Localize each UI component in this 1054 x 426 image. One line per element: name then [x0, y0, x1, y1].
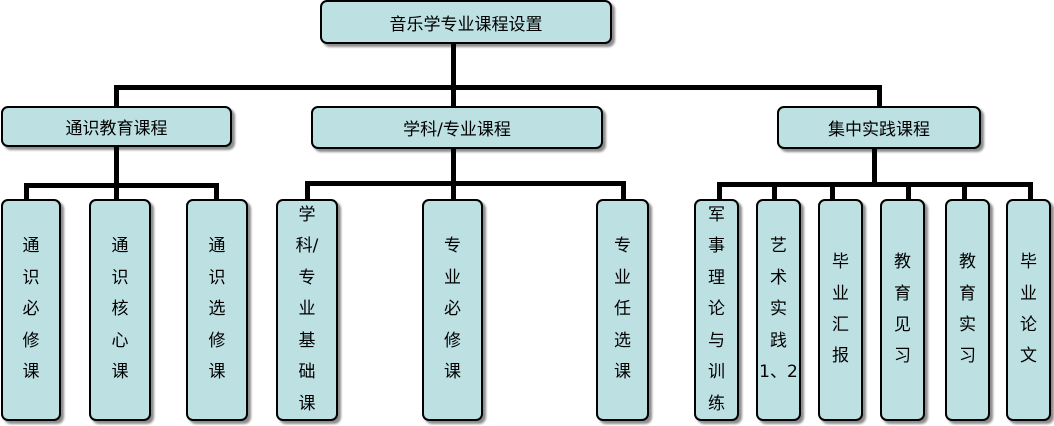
leaf-node: 毕 业 汇 报: [818, 199, 863, 421]
connector-cat-3-leaf-3: [830, 182, 835, 201]
connector-cat-3-leaf-5: [962, 182, 967, 201]
category-node-general-education: 通识教育课程: [1, 106, 232, 147]
connector-root-down: [451, 43, 456, 88]
leaf-node-label: 学 科/ 专 业 基 础 课: [295, 204, 319, 414]
connector-cat-1-down: [114, 146, 119, 187]
leaf-node: 通 识 必 修 课: [1, 199, 61, 421]
connector-cat-2-bar: [305, 181, 626, 186]
leaf-node: 教 育 见 习: [880, 199, 925, 421]
connector-cat-2-down: [451, 148, 456, 187]
connector-cat-3-leaf-1: [717, 182, 722, 201]
connector-to-cat-1: [114, 85, 119, 108]
connector-to-cat-3: [877, 85, 882, 108]
connector-cat-3-leaf-2: [772, 182, 777, 201]
leaf-node: 专 业 必 修 课: [422, 199, 483, 421]
category-node-label: 学科/专业课程: [403, 120, 511, 140]
connector-cat-2-leaf-2: [451, 181, 456, 201]
leaf-node: 艺 术 实 践 1、2: [756, 199, 801, 421]
category-node-label: 通识教育课程: [65, 119, 168, 139]
leaf-node: 通 识 选 修 课: [186, 199, 248, 421]
category-node-practice: 集中实践课程: [777, 106, 981, 149]
leaf-node: 专 业 任 选 课: [596, 199, 649, 421]
leaf-node-label: 艺 术 实 践 1、2: [759, 236, 798, 383]
leaf-node-label: 通 识 必 修 课: [22, 236, 40, 383]
connector-cat-3-leaf-6: [1028, 182, 1033, 201]
leaf-node-label: 教 育 实 习: [959, 252, 976, 367]
leaf-node-label: 专 业 必 修 课: [444, 236, 461, 383]
leaf-node: 毕 业 论 文: [1006, 199, 1051, 421]
leaf-node-label: 军 事 理 论 与 训 练: [708, 204, 725, 414]
leaf-node-label: 毕 业 论 文: [1020, 252, 1037, 367]
root-node-label: 音乐学专业课程设置: [389, 14, 543, 35]
leaf-node: 通 识 核 心 课: [89, 199, 151, 421]
connector-cat-3-leaf-4: [906, 182, 911, 201]
connector-cat-1-bar: [24, 183, 219, 188]
leaf-node: 学 科/ 专 业 基 础 课: [276, 199, 338, 421]
connector-cat-2-leaf-1: [305, 181, 310, 201]
root-node: 音乐学专业课程设置: [320, 0, 612, 44]
leaf-node-label: 通 识 核 心 课: [111, 236, 129, 383]
connector-cat-3-down: [872, 148, 877, 186]
connector-cat-1-leaf-2: [114, 183, 119, 201]
connector-cat-3-bar: [717, 182, 1033, 187]
category-node-discipline-major: 学科/专业课程: [311, 106, 603, 149]
leaf-node-label: 毕 业 汇 报: [832, 252, 849, 367]
connector-top-bar: [114, 85, 882, 90]
connector-cat-2-leaf-3: [621, 181, 626, 201]
leaf-node: 军 事 理 论 与 训 练: [694, 199, 739, 421]
leaf-node-label: 通 识 选 修 课: [208, 236, 226, 383]
category-node-label: 集中实践课程: [828, 120, 930, 140]
connector-cat-1-leaf-3: [214, 183, 219, 201]
leaf-node-label: 教 育 见 习: [894, 252, 911, 367]
leaf-node: 教 育 实 习: [945, 199, 990, 421]
leaf-node-label: 专 业 任 选 课: [614, 236, 631, 383]
connector-cat-1-leaf-1: [24, 183, 29, 201]
connector-to-cat-2: [451, 85, 456, 108]
